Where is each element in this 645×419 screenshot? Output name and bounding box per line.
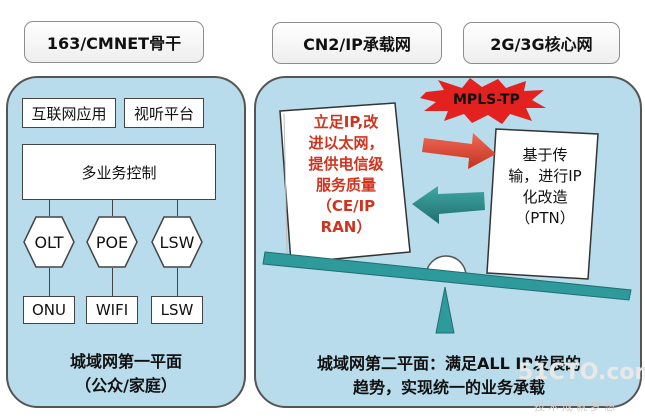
ip-ethernet-text: 立足IP,改 进以太网， 提供电信级 服务质量 （CE/IP RAN）	[308, 113, 384, 236]
olt-label: OLT	[34, 232, 64, 252]
header-cn2-ip-network: CN2/IP承载网	[272, 22, 442, 64]
plane-two-subtitle: 趋势，实现统一的业务承载	[352, 378, 545, 397]
poe-node: POE	[86, 216, 138, 268]
onu-box: ONU	[23, 296, 75, 324]
header-cmnet-backbone: 163/CMNET骨干	[24, 21, 204, 63]
connector-lsw-up	[177, 200, 178, 216]
olt-node: OLT	[23, 216, 75, 268]
watermark-slogan: 技术成就梦想	[534, 400, 618, 413]
multi-service-control-box: 多业务控制	[22, 144, 216, 200]
connector-poe-down	[112, 268, 113, 296]
poe-label: POE	[95, 232, 129, 252]
connector-poe-up	[112, 200, 113, 216]
balance-beam	[262, 251, 632, 301]
plane-two-caption: 城域网第二平面：满足ALL IP发展的 趋势，实现统一的业务承载	[262, 352, 636, 400]
watermark-site: 51CTO.com	[518, 360, 645, 385]
internet-app-box: 互联网应用	[22, 98, 116, 128]
ptn-transformation-text: 基于传 输，进行IP 化改造 （PTN）	[508, 146, 582, 227]
plane-one-caption: 城域网第一平面 （公众/家庭）	[6, 350, 246, 398]
header-2g3g-core-network: 2G/3G核心网	[463, 22, 620, 64]
plane-one-subtitle: （公众/家庭）	[75, 376, 177, 395]
right-document-shape	[486, 128, 599, 280]
balance-pole	[435, 286, 455, 334]
wifi-box: WIFI	[86, 296, 138, 324]
plane-two-title: 城域网第二平面：满足ALL IP发展的	[316, 354, 582, 373]
av-platform-box: 视听平台	[124, 98, 204, 128]
teal-left-arrow	[412, 186, 485, 224]
connector-olt-down	[49, 268, 50, 296]
connector-olt-up	[49, 200, 50, 216]
plane-one-title: 城域网第一平面	[69, 352, 182, 371]
red-right-arrow	[422, 133, 496, 169]
lsw-access-box: LSW	[151, 296, 203, 324]
mpls-tp-label: MPLS-TP	[453, 92, 520, 108]
mpls-tp-star-badge	[420, 78, 546, 124]
lsw-node: LSW	[151, 216, 203, 268]
lsw-label: LSW	[159, 232, 195, 252]
connector-lsw-down	[177, 268, 178, 296]
